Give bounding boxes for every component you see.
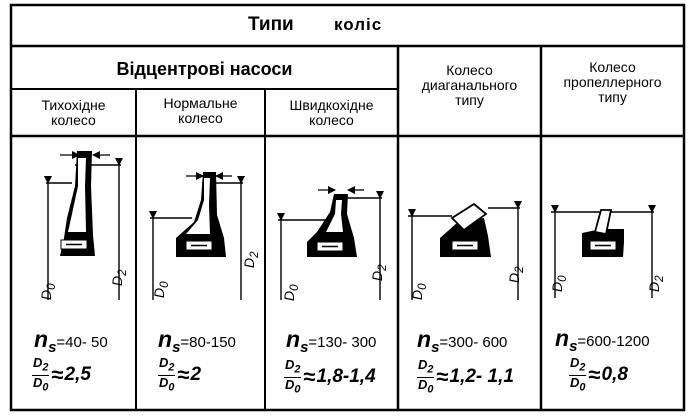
- ns-col5-value: =600-1200: [577, 333, 650, 350]
- ns-col4: ns=300- 600: [417, 326, 508, 356]
- ratio-col1-value: 2,5: [64, 364, 91, 386]
- ns-col2-value: =80-150: [180, 334, 236, 351]
- col3-header-line1: Швидкохідне: [289, 97, 374, 113]
- ratio-col3-value: 1,8-1,4: [316, 366, 376, 388]
- d0-label-col4: D0: [409, 283, 429, 300]
- impeller-low-speed: [44, 151, 123, 300]
- centrifugal-pumps-heading: Відцентрові насоси: [116, 59, 293, 79]
- d2-label-col5: D2: [646, 275, 666, 292]
- d0-label-col2: D0: [151, 281, 171, 298]
- ns-col3-value: =130- 300: [308, 334, 377, 351]
- ns-col1: ns=40- 50: [34, 326, 108, 356]
- table-title-right: коліс: [334, 15, 383, 34]
- ns-col1-value: =40- 50: [56, 334, 108, 351]
- d0-label-col5: D0: [549, 275, 569, 292]
- col4-header-line1: Колесо: [446, 62, 493, 78]
- col4-header-line3: типу: [455, 92, 484, 108]
- ns-col2: ns=80-150: [158, 326, 236, 356]
- ns-col4-value: =300- 600: [439, 334, 508, 351]
- impeller-propeller: [551, 205, 656, 298]
- d2-label-col3: D2: [369, 264, 389, 281]
- col4-header: Колесо диаганального типу: [398, 63, 541, 108]
- impeller-normal: [149, 172, 245, 300]
- col1-header: Тихохідне колесо: [11, 98, 136, 128]
- col1-header-line2: колесо: [51, 112, 96, 128]
- impeller-high-speed: [277, 186, 384, 300]
- ratio-col2-value: 2: [190, 364, 202, 386]
- col1-header-line1: Тихохідне: [41, 97, 106, 113]
- col2-header-line1: Нормальне: [163, 95, 238, 111]
- table-title-left: Типи: [248, 14, 294, 35]
- col3-header: Швидкохідне колесо: [265, 98, 398, 128]
- impeller-diagonal: [408, 201, 522, 300]
- ns-col3: ns=130- 300: [286, 326, 377, 356]
- d2-label-col4: D2: [506, 266, 526, 283]
- col3-header-line2: колесо: [309, 112, 354, 128]
- ratio-col5-value: 0,8: [601, 364, 628, 386]
- col4-header-line2: диаганального: [421, 77, 518, 93]
- col5-header: Колесо пропеллерного типу: [541, 60, 684, 105]
- ns-col5: ns=600-1200: [555, 325, 650, 355]
- col2-header-line2: колесо: [178, 110, 223, 126]
- d2-label-col2: D2: [241, 251, 261, 268]
- col5-header-line1: Колесо: [589, 59, 636, 75]
- d0-label-col1: D0: [38, 283, 58, 300]
- d0-label-col3: D0: [281, 284, 301, 301]
- ratio-col4-value: 1,2- 1,1: [449, 366, 514, 388]
- col2-header: Нормальне колесо: [136, 96, 265, 126]
- col5-header-line3: типу: [598, 89, 627, 105]
- d2-label-col1: D2: [109, 269, 129, 286]
- col5-header-line2: пропеллерного: [563, 74, 662, 90]
